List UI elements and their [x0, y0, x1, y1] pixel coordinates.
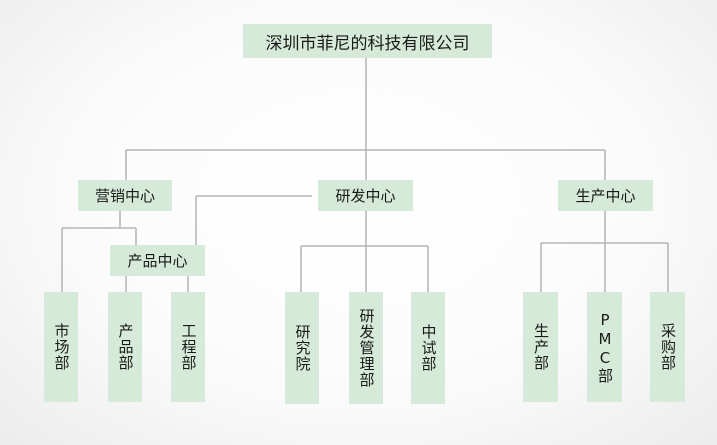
- research-institute-node: 研究院: [285, 292, 319, 404]
- pmc-dept-node: PMC部: [587, 292, 622, 402]
- market-dept-label: 市场部: [52, 323, 71, 371]
- manufacturing-dept-node: 生产部: [523, 292, 558, 402]
- rnd-management-dept-node: 研发管理部: [349, 292, 383, 404]
- rnd-center-node: 研发中心: [318, 180, 413, 211]
- marketing-center-node: 营销中心: [78, 180, 172, 211]
- company-node: 深圳市菲尼的科技有限公司: [243, 24, 492, 58]
- product-center-node: 产品中心: [110, 245, 205, 276]
- production-center-node: 生产中心: [558, 180, 653, 211]
- pilot-dept-label: 中试部: [419, 324, 438, 372]
- rnd-management-dept-label: 研发管理部: [357, 308, 376, 388]
- research-institute-label: 研究院: [293, 324, 312, 372]
- purchasing-dept-label: 采购部: [659, 323, 677, 371]
- product-dept-node: 产品部: [108, 292, 142, 402]
- market-dept-node: 市场部: [44, 292, 78, 402]
- product-dept-label: 产品部: [116, 323, 135, 371]
- purchasing-dept-node: 采购部: [650, 292, 685, 402]
- engineering-dept-label: 工程部: [179, 323, 198, 371]
- manufacturing-dept-label: 生产部: [532, 323, 550, 371]
- pilot-dept-node: 中试部: [411, 292, 445, 404]
- engineering-dept-node: 工程部: [171, 292, 205, 402]
- pmc-dept-label: PMC部: [596, 310, 614, 384]
